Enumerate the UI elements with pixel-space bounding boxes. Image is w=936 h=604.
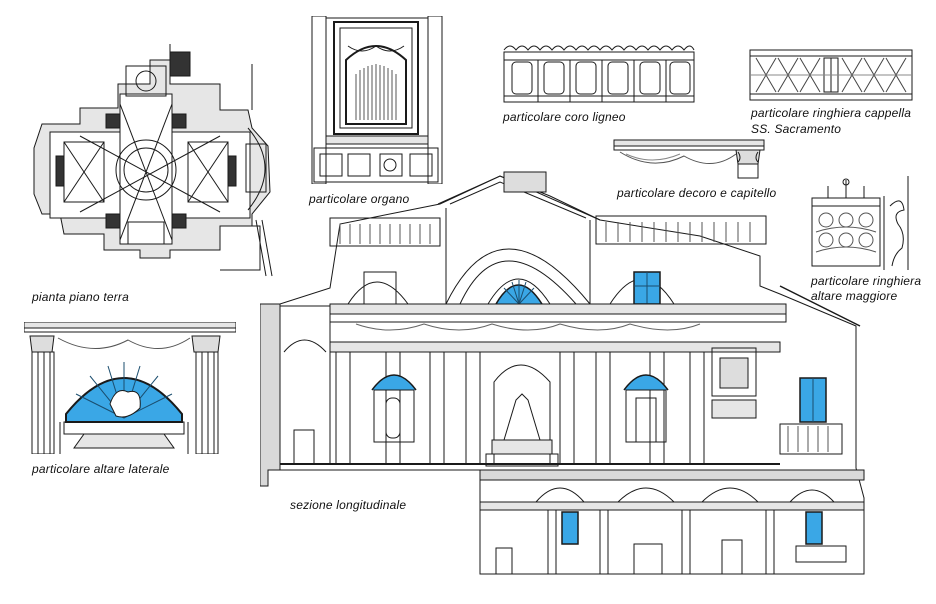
label-railing-chapel-2: SS. Sacramento — [751, 122, 842, 136]
label-railing-altar-2: altare maggiore — [811, 289, 898, 303]
label-plan: pianta piano terra — [32, 290, 129, 304]
label-section: sezione longitudinale — [290, 498, 407, 512]
railing-chapel-detail — [749, 49, 913, 101]
label-choir: particolare coro ligneo — [503, 110, 626, 124]
railing-altar-detail — [811, 176, 909, 270]
longitudinal-section — [260, 171, 865, 575]
label-railing-chapel-1: particolare ringhiera cappella — [751, 106, 912, 120]
organ-detail — [311, 16, 443, 184]
label-decor: particolare decoro e capitello — [617, 186, 777, 200]
side-altar-detail — [24, 322, 236, 454]
label-railing-altar-1: particolare ringhiera — [811, 274, 922, 288]
choir-detail — [503, 45, 695, 103]
decor-capital-detail — [613, 139, 765, 179]
label-side-altar: particolare altare laterale — [32, 462, 170, 476]
label-organ: particolare organo — [309, 192, 410, 206]
ground-floor-plan — [33, 44, 273, 277]
